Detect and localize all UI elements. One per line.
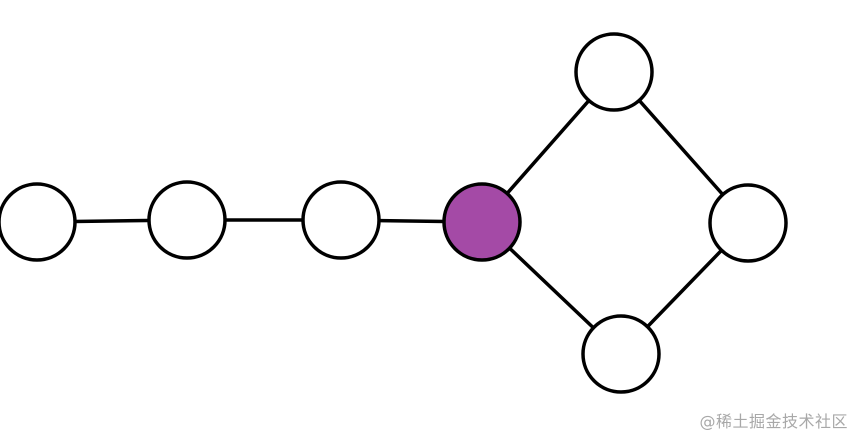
- nodes-layer: [0, 32, 788, 394]
- node-n3: [301, 180, 381, 260]
- edges-layer: [35, 70, 750, 356]
- watermark: @稀土掘金技术社区: [699, 412, 848, 431]
- node-n4-highlighted: [442, 182, 522, 262]
- node-n2: [147, 180, 227, 260]
- node-n7: [581, 314, 661, 394]
- node-n5: [574, 32, 654, 112]
- node-n6: [708, 183, 788, 263]
- node-n1: [0, 182, 77, 262]
